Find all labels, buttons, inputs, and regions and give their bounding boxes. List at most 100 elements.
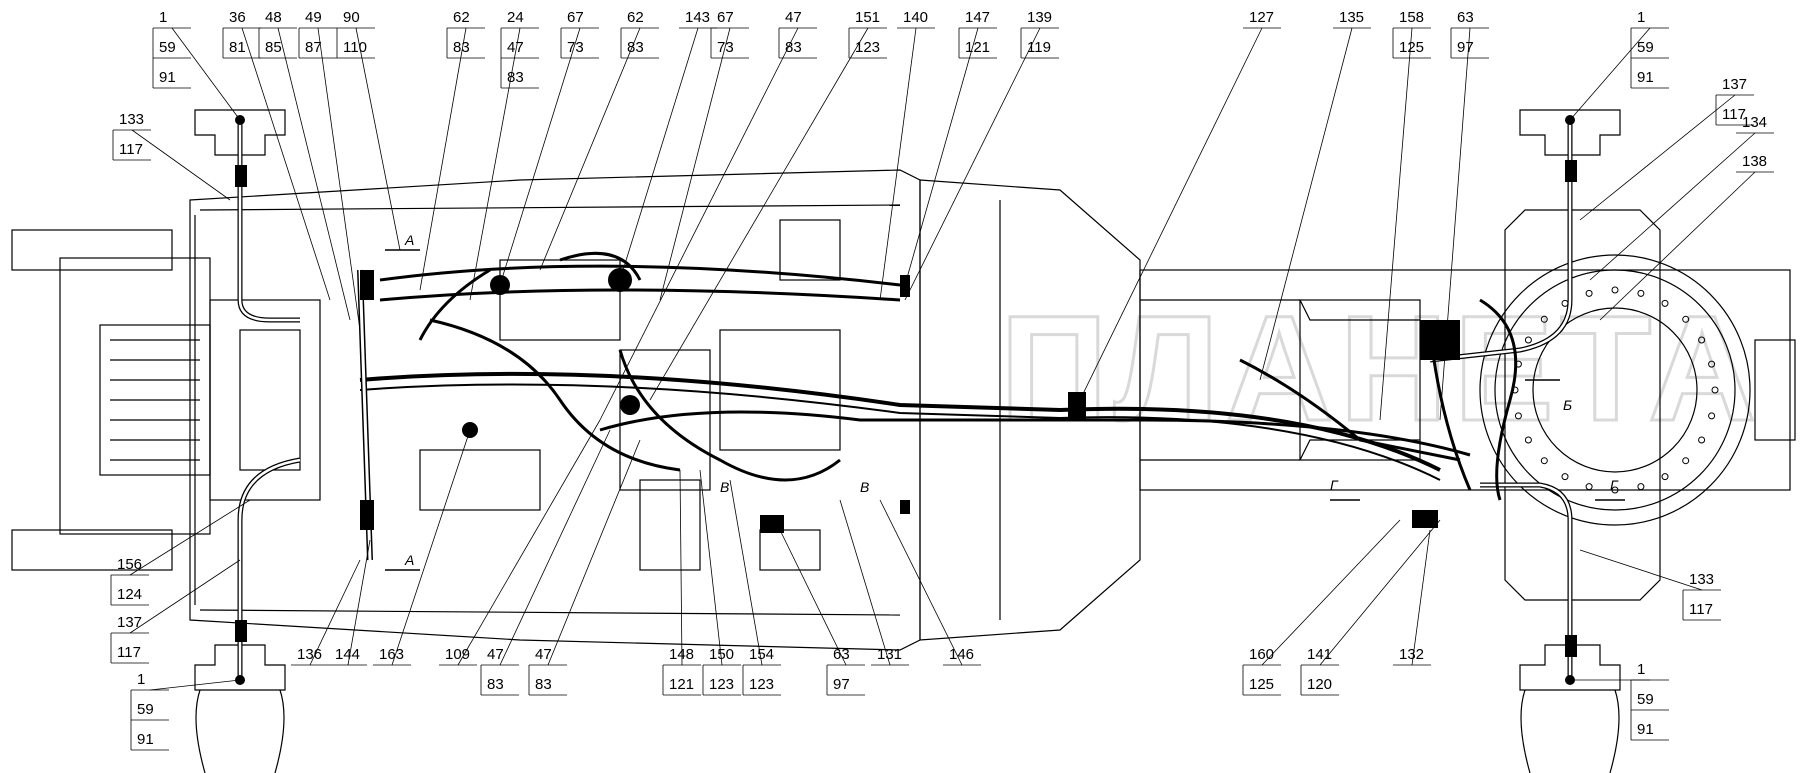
callout-number: 97: [833, 676, 850, 693]
leader-line: [547, 439, 641, 666]
bolt-hole: [1708, 360, 1716, 368]
callout-c-134: 134: [1589, 114, 1774, 281]
callout-number: 134: [1742, 114, 1767, 131]
callout-number: 119: [1027, 39, 1051, 56]
callout-number: 150: [709, 646, 734, 663]
callout-number: 36: [229, 9, 246, 26]
leader-line: [879, 499, 963, 666]
bolt-hole: [1637, 289, 1645, 297]
bolt-hole: [1524, 336, 1532, 344]
leader-line: [1439, 27, 1471, 421]
leader-line: [499, 429, 611, 666]
callout-number: 123: [749, 676, 774, 693]
leader-line: [469, 27, 521, 301]
callout-number: 124: [117, 586, 142, 603]
callout-c-138: 138: [1599, 153, 1774, 321]
section-markers: A A Б В В Г Г: [385, 232, 1625, 571]
callout-number: 1: [1637, 9, 1645, 26]
callout-number: 47: [507, 39, 524, 56]
leader-line: [699, 469, 723, 666]
callout-c-47-83-b1: 47 83: [480, 429, 611, 696]
callout-number: 117: [117, 644, 141, 661]
bolt-hole: [1611, 286, 1619, 294]
callout-number: 109: [445, 646, 470, 663]
hose-routing: [237, 120, 1573, 680]
callout-number: 83: [785, 39, 802, 56]
callout-number: 117: [1722, 106, 1746, 123]
callout-c-154-123: 154 123: [729, 479, 781, 696]
callout-number: 48: [265, 9, 282, 26]
leader-line: [499, 27, 581, 286]
callout-number: 156: [117, 556, 142, 573]
callout-number: 47: [535, 646, 552, 663]
callout-number: 83: [487, 676, 504, 693]
callout-number: 163: [379, 646, 404, 663]
callout-c-143: 143: [619, 9, 717, 281]
bolt-hole: [1585, 289, 1593, 297]
leader-line: [457, 419, 601, 666]
leader-line: [1589, 132, 1756, 281]
callout-number: 143: [685, 9, 710, 26]
callout-number: 141: [1307, 646, 1332, 663]
callout-number: 121: [965, 39, 990, 56]
callout-number: 83: [453, 39, 470, 56]
callout-number: 121: [669, 676, 694, 693]
callout-number: 151: [855, 9, 880, 26]
callout-number: 120: [1307, 676, 1332, 693]
callout-number: 1: [137, 671, 145, 688]
callout-number: 67: [717, 9, 734, 26]
callout-c-109: 109: [439, 419, 601, 666]
callout-number: 160: [1249, 646, 1274, 663]
callout-number: 110: [343, 39, 367, 56]
callout-number: 138: [1742, 153, 1767, 170]
bolt-hole: [1585, 483, 1593, 491]
bolt-hole: [1524, 436, 1532, 444]
bolt-hole: [1561, 473, 1569, 481]
leader-line: [659, 27, 731, 301]
bolt-hole: [1540, 457, 1548, 465]
leader-line: [131, 129, 231, 201]
callout-number: 97: [1457, 39, 1474, 56]
callout-number: 1: [1637, 661, 1645, 678]
leader-line: [241, 27, 331, 301]
callout-number: 59: [1637, 691, 1654, 708]
callout-number: 125: [1399, 39, 1424, 56]
callout-number: 24: [507, 9, 524, 26]
leader-line: [355, 27, 401, 251]
callout-number: 137: [117, 614, 142, 631]
bolt-hole: [1514, 412, 1522, 420]
leader-line: [309, 559, 361, 666]
section-v-right: В: [860, 479, 869, 495]
leader-line: [317, 27, 361, 331]
bolt-hole: [1661, 299, 1669, 307]
callout-number: 87: [305, 39, 322, 56]
bolt-hole: [1540, 315, 1548, 323]
callout-c-135: 135: [1259, 9, 1371, 381]
callout-c-132: 132: [1393, 529, 1431, 666]
leader-line: [649, 27, 869, 401]
leader-line: [129, 499, 251, 576]
callout-c-144: 144: [329, 539, 371, 666]
callout-number: 47: [487, 646, 504, 663]
leader-line: [1599, 171, 1756, 321]
watermark-text: ПЛАНЕТА: [1000, 284, 1762, 452]
callout-c-127: 127: [1079, 9, 1281, 401]
leader-line: [839, 499, 891, 666]
bolt-hole: [1637, 483, 1645, 491]
bolt-hole: [1682, 315, 1690, 323]
callout-number: 154: [749, 646, 774, 663]
callout-number: 91: [137, 731, 154, 748]
callout-c-136: 136: [291, 559, 361, 666]
callout-number: 131: [877, 646, 902, 663]
